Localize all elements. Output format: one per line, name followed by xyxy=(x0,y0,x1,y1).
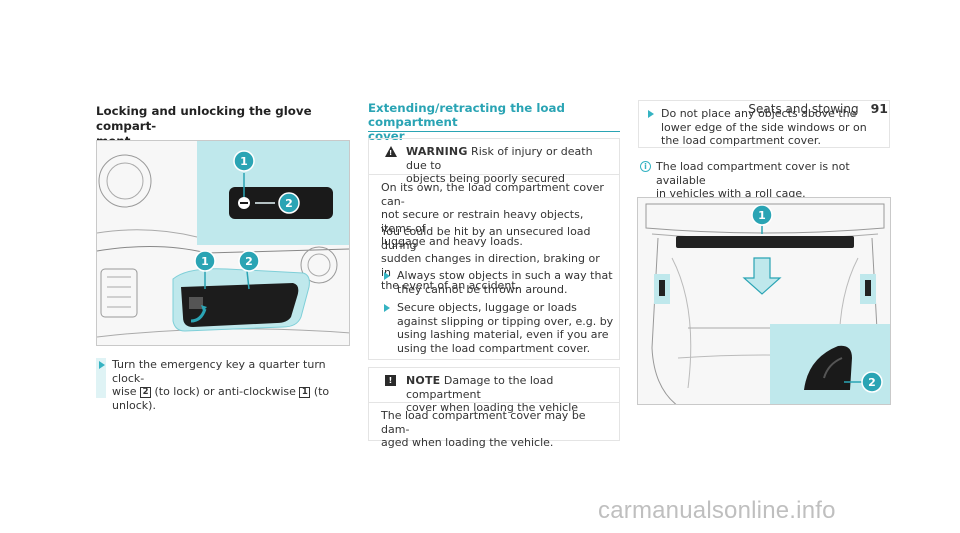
note-box: ! NOTE Damage to the load compartment co… xyxy=(368,367,620,449)
note-label: NOTE xyxy=(406,374,441,387)
page-number: 91 xyxy=(870,101,888,116)
warning-box: ! WARNING Risk of injury or death due to… xyxy=(368,138,620,360)
section-name: Seats and stowing xyxy=(748,102,859,116)
callout-2-main xyxy=(238,250,260,272)
section-rule xyxy=(368,131,620,132)
key-2-icon: 2 xyxy=(140,387,151,398)
warning-triangle-icon xyxy=(385,146,397,157)
callout-1-cover xyxy=(751,204,773,226)
callout-label: 1 xyxy=(758,209,766,222)
key-1-icon: 1 xyxy=(299,387,311,398)
callout-label: 2 xyxy=(285,197,293,210)
watermark: carmanualsonline.info xyxy=(598,497,836,524)
step-arrow-icon xyxy=(648,110,654,118)
note-exclamation-icon: ! xyxy=(385,375,396,386)
callout-2-inset xyxy=(278,192,300,214)
warning-step-1: Always stow objects in such a way that t… xyxy=(381,269,617,297)
callout-1-main xyxy=(194,250,216,272)
callout-1-inset xyxy=(233,150,255,172)
callout-label: 1 xyxy=(201,255,209,268)
warning-para-2: You could be hit by an unsecured load du… xyxy=(381,225,600,292)
note-body: The load compartment cover may be dam- a… xyxy=(381,409,586,449)
callout-label: 2 xyxy=(245,255,253,268)
page-header: Seats and stowing 91 xyxy=(748,101,888,116)
callout-label: 2 xyxy=(868,376,876,389)
load-cover-step: Do not place any objects above the lower… xyxy=(645,107,885,147)
callout-label: 1 xyxy=(240,155,248,168)
step-box: Do not place any objects above the lower… xyxy=(638,100,890,148)
glove-compartment-step: Turn the emergency key a quarter turn cl… xyxy=(96,358,356,412)
info-icon: i xyxy=(640,161,651,172)
warning-step-2: Secure objects, luggage or loads against… xyxy=(381,301,617,357)
step-arrow-icon xyxy=(99,361,105,369)
step-arrow-icon xyxy=(384,304,390,312)
warning-para-1: On its own, the load compartment cover c… xyxy=(381,181,604,248)
callout-2-cover xyxy=(861,371,883,393)
section-title: Extending/retracting the load compartmen… xyxy=(368,101,565,143)
warning-label: WARNING xyxy=(406,145,468,158)
glove-compartment-figure: 1 2 1 2 xyxy=(96,140,350,346)
step-arrow-icon xyxy=(384,272,390,280)
load-compartment-figure: 1 2 xyxy=(637,197,891,405)
